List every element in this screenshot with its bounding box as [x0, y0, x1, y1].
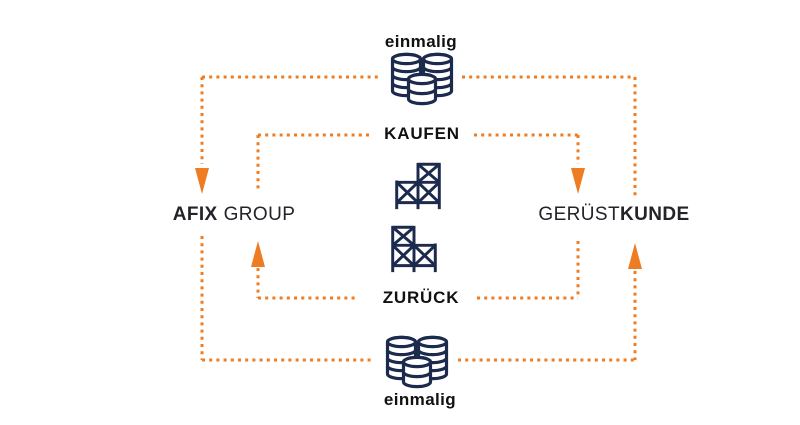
label-return: ZURÜCK: [382, 288, 460, 307]
node-afix-bold: AFIX: [172, 204, 218, 225]
arrow-up-to-kunde-icon: [628, 243, 642, 269]
scaffold-icon-mirrored: [391, 225, 437, 273]
return-path: [251, 241, 580, 300]
buy-path: [256, 133, 585, 194]
label-payment-bottom: einmalig: [383, 390, 457, 409]
label-buy: KAUFEN: [384, 124, 460, 143]
payment-top-path: [195, 75, 637, 196]
payment-bottom-path: [200, 236, 642, 362]
node-geruest-light: GERÜST: [538, 204, 621, 225]
coins-icon-top: [390, 52, 454, 106]
node-geruestkunde: GERÜSTKUNDE: [538, 204, 689, 226]
label-payment-top: einmalig: [384, 32, 458, 51]
node-group-light: GROUP: [223, 204, 296, 225]
arrow-down-to-afix-icon: [195, 168, 209, 194]
scaffold-icon: [395, 162, 441, 210]
node-kunde-bold: KUNDE: [620, 204, 690, 225]
arrow-up-to-afix-icon: [251, 241, 265, 267]
coins-icon-bottom: [385, 335, 449, 389]
arrow-down-to-kunde-icon: [571, 168, 585, 194]
